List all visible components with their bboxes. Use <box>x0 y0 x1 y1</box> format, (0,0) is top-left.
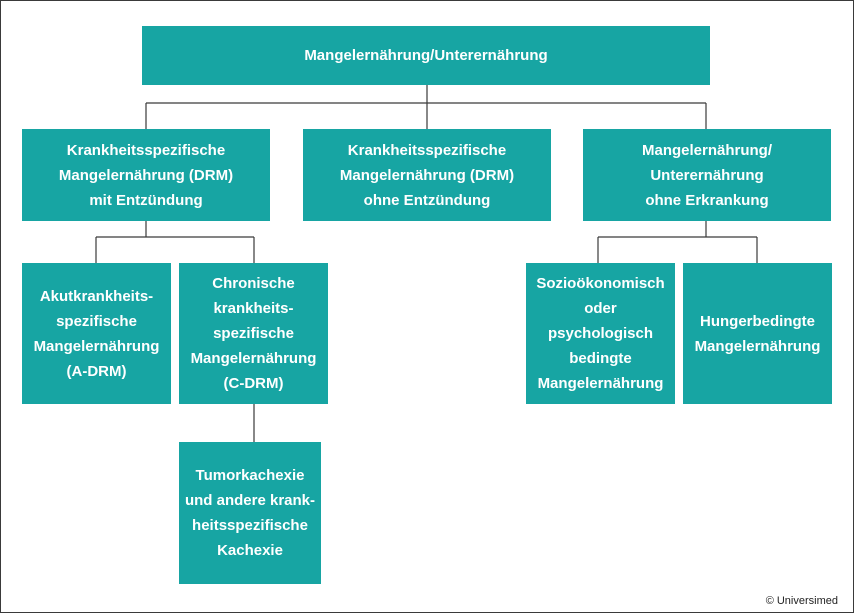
tumor-line: Tumorkachexie <box>195 467 305 484</box>
a-drm-line: spezifische <box>56 312 137 330</box>
c-drm-node: Chronische krankheits- spezifische Mange… <box>179 263 328 404</box>
ohne-erkrankung-line3: ohne Erkrankung <box>645 191 769 209</box>
drm-mit-line3: mit Entzündung <box>89 188 202 213</box>
c-drm-line: krankheits- <box>213 300 294 317</box>
tumor-line: heitsspezifische <box>192 517 308 534</box>
sozio-line: bedingte <box>569 350 632 367</box>
a-drm-line: (A-DRM) <box>66 362 127 380</box>
root-node: Mangelernährung/Unterernährung <box>142 26 710 85</box>
c-drm-line: (C-DRM) <box>223 375 284 392</box>
c-drm-line: spezifische <box>213 325 294 342</box>
hunger-line: Mangelernährung <box>694 337 821 355</box>
ohne-erkrankung-line1: Mangelernährung/ <box>641 141 772 159</box>
tumor-line: Kachexie <box>217 542 283 559</box>
c-drm-line: Mangelernährung <box>190 350 317 367</box>
sozio-node: Sozioökonomisch oder psychologisch bedin… <box>526 263 675 404</box>
sozio-line: Mangelernährung <box>537 375 664 392</box>
drm-ohne-rest: Entzündung <box>399 191 491 209</box>
drm-ohne-line1: Krankheitsspezifische <box>347 141 507 159</box>
tumorkachexie-node: Tumorkachexie und andere krank- heitsspe… <box>179 442 321 584</box>
a-drm-line: Akutkrankheits- <box>39 287 154 305</box>
sozio-line: psychologisch <box>547 325 654 342</box>
ohne-erkrankung-line2: Unterernährung <box>650 166 764 184</box>
drm-ohne-line3: ohne Entzündung <box>364 188 491 213</box>
a-drm-node: Akutkrankheits- spezifische Mangelernähr… <box>22 263 171 404</box>
drm-mit-line2: Mangelernährung (DRM) <box>58 166 234 184</box>
drm-ohne-entzuendung-node: Krankheitsspezifische Mangelernährung (D… <box>303 129 551 221</box>
sozio-line: oder <box>584 300 617 317</box>
hunger-node: Hungerbedingte Mangelernährung <box>683 263 832 404</box>
c-drm-line: Chronische <box>212 275 295 292</box>
sozio-line: Sozioökonomisch <box>536 275 665 292</box>
drm-mit-rest: Entzündung <box>111 191 203 209</box>
drm-mit-entzuendung-node: Krankheitsspezifische Mangelernährung (D… <box>22 129 270 221</box>
root-label: Mangelernährung/Unterernährung <box>304 47 548 64</box>
copyright-credit: © Universimed <box>765 595 838 607</box>
ohne-erkrankung-node: Mangelernährung/ Unterernährung ohne Erk… <box>583 129 831 221</box>
drm-ohne-line2: Mangelernährung (DRM) <box>339 166 515 184</box>
drm-mit-line1: Krankheitsspezifische <box>66 141 226 159</box>
tumor-line: und andere krank- <box>184 492 316 509</box>
drm-ohne-emphasis: ohne <box>363 191 400 209</box>
hunger-line: Hungerbedingte <box>700 312 815 330</box>
a-drm-line: Mangelernährung <box>33 337 160 355</box>
drm-mit-emphasis: mit <box>89 191 112 209</box>
